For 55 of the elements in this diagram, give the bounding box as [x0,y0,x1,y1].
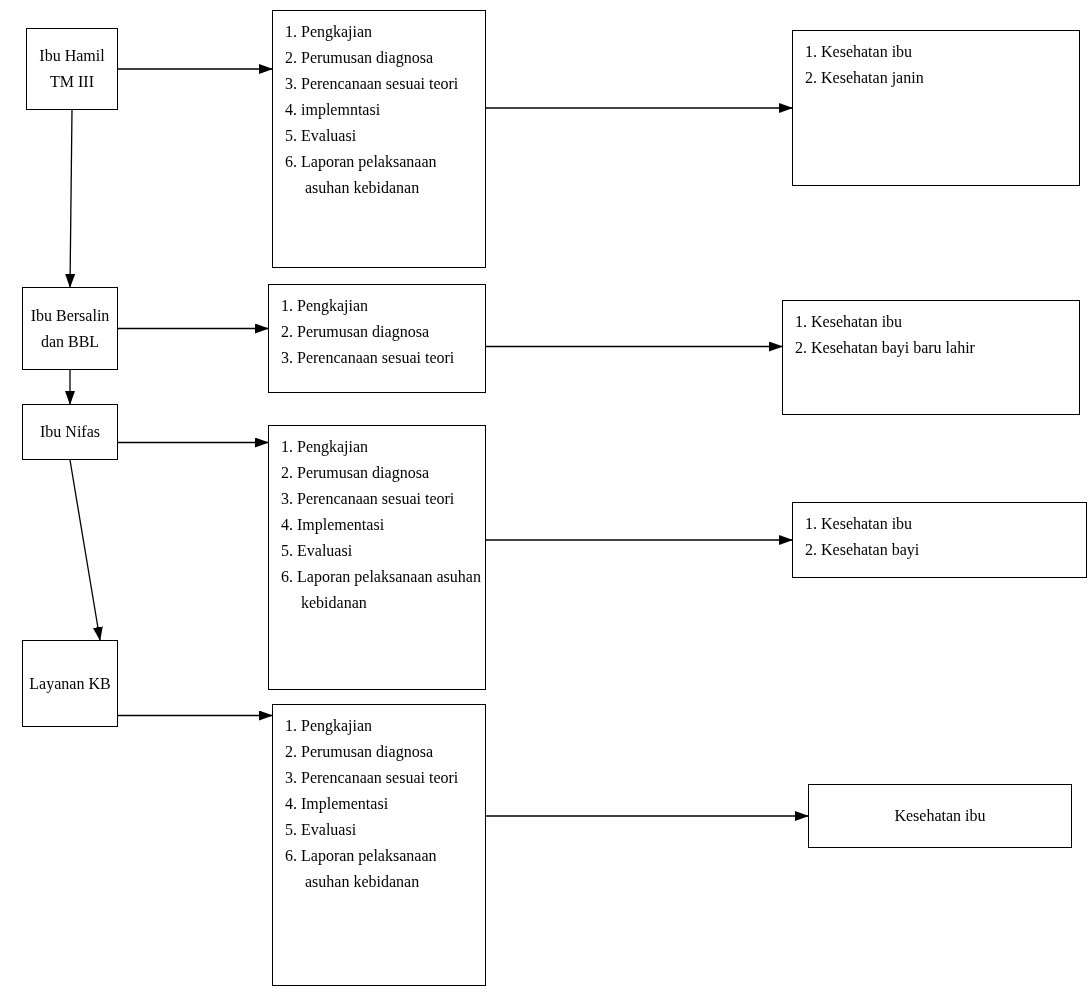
list-item: 5. Evaluasi [285,820,358,840]
arrow [117,437,269,448]
list-item: 2. Kesehatan bayi [805,540,921,561]
list-item: 2. Perumusan diagnosa [281,463,430,484]
list-item: 4. Implementasi [281,515,386,536]
arrow [117,64,273,74]
list-item: 2. Kesehatan bayi baru lahir [795,338,976,359]
process-box [26,28,118,110]
process-box [792,30,1080,186]
list-item: 3. Perencanaan sesuai teori [285,74,460,94]
box-label: Ibu Nifas [40,422,100,442]
arrow [117,710,273,721]
list-item: 3. Perencanaan sesuai teori [281,489,456,509]
process-box [268,425,486,690]
arrow [69,459,103,641]
arrow [485,535,793,545]
box-label: Ibu Hamil TM III [38,46,106,92]
box-label: Layanan KB [29,673,111,695]
process-box [782,300,1080,415]
list-item: 1. Kesehatan ibu [805,42,914,62]
list-item: 4. Implementasi [285,794,390,815]
list-item: 4. implemntasi [285,100,382,121]
list-item: 5. Evaluasi [281,541,354,561]
arrow [485,341,783,352]
arrow [117,323,269,334]
list-item: 2. Perumusan diagnosa [285,48,434,69]
box-label: Kesehatan ibu [894,806,986,826]
list-item: 1. Kesehatan ibu [795,312,904,332]
process-box [272,704,486,986]
process-box [22,287,118,370]
list-item: 1. Pengkajian [281,437,370,458]
process-box [792,502,1087,578]
list-item: 6. Laporan pelaksanaan asuhan kebidanan [285,846,438,892]
list-item: 1. Pengkajian [285,22,374,43]
process-box [272,10,486,268]
process-box [268,284,486,393]
process-box [808,784,1072,848]
list-item: 2. Perumusan diagnosa [281,322,430,343]
list-item: 1. Kesehatan ibu [805,514,914,534]
process-box [22,640,118,727]
list-item: 2. Kesehatan janin [805,68,925,89]
list-item: 3. Perencanaan sesuai teori [281,348,456,368]
list-item: 2. Perumusan diagnosa [285,742,434,763]
list-item: 6. Laporan pelaksanaan asuhan kebidanan [285,152,438,198]
list-item: 1. Pengkajian [285,716,374,737]
arrow [485,103,793,113]
list-item: 1. Pengkajian [281,296,370,317]
box-label: Ibu Bersalin dan BBL [29,305,111,352]
list-item: 3. Perencanaan sesuai teori [285,768,460,788]
list-item: 6. Laporan pelaksanaan asuhan kebidanan [281,567,481,613]
process-box [22,404,118,460]
list-item: 5. Evaluasi [285,126,358,146]
arrow [65,109,76,288]
arrow [485,811,809,821]
arrow [65,369,75,405]
